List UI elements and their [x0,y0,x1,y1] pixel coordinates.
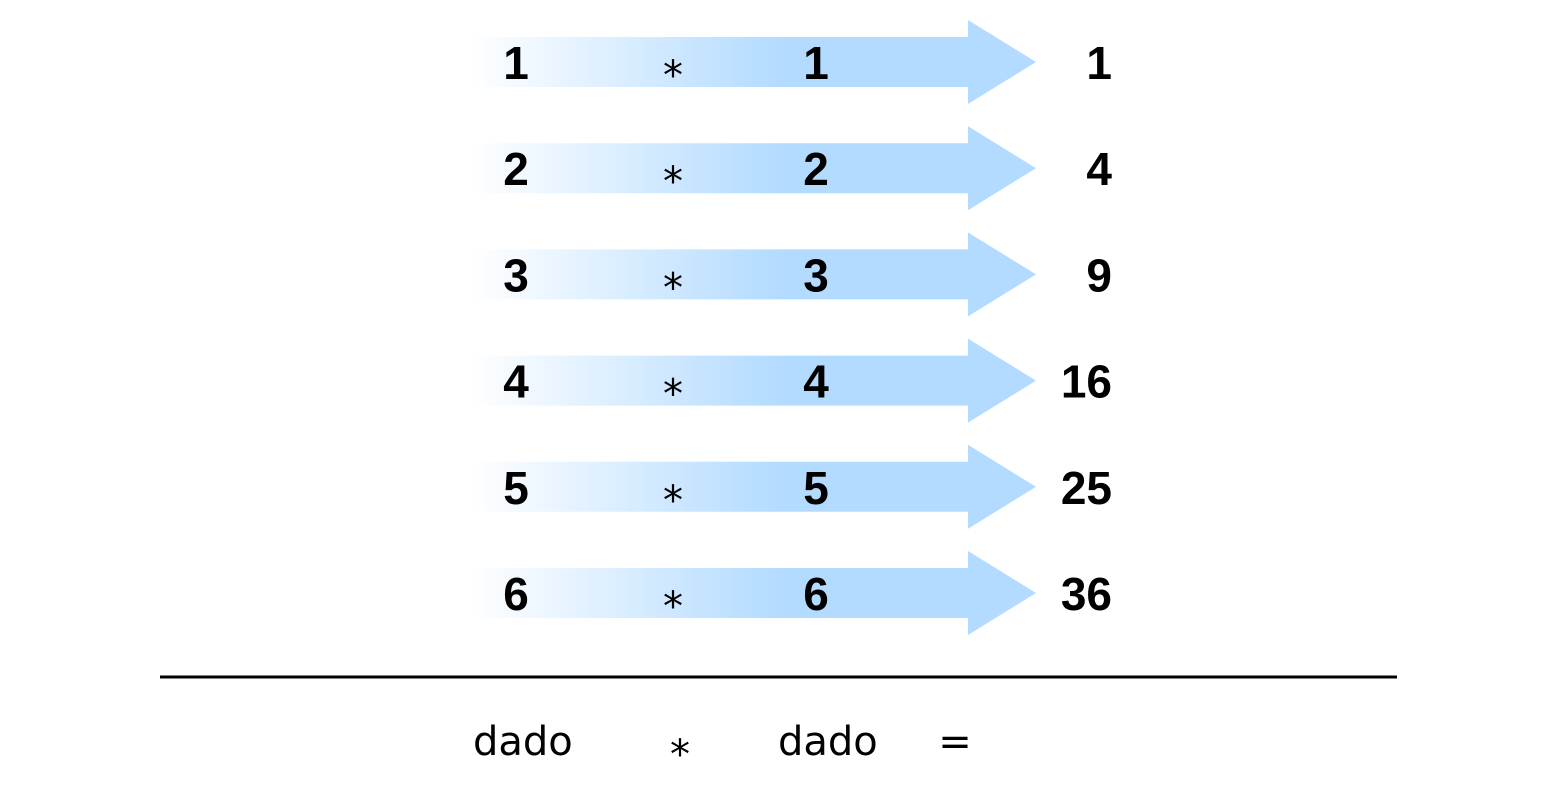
result-value: 9 [1086,249,1112,301]
arrow-shape [470,338,1036,423]
result-value: 1 [1086,37,1112,89]
equation-row: 1 * 1 1 [470,20,1112,104]
result-value: 36 [1061,568,1112,620]
footer-multiply-sign: * [670,732,690,778]
result-value: 25 [1061,462,1112,514]
multiply-sign: * [663,478,683,524]
multiply-sign: * [663,372,683,418]
left-operand: 3 [503,249,529,301]
right-operand: 1 [803,37,829,89]
arrow-shape [470,126,1036,211]
right-operand: 3 [803,249,829,301]
equation-row: 3 * 3 9 [470,232,1112,317]
right-operand: 6 [803,568,829,620]
right-operand: 5 [803,462,829,514]
equation-row: 6 * 6 36 [470,551,1112,635]
multiply-sign: * [663,159,683,205]
left-operand: 2 [503,143,529,195]
footer-left-label: dado [473,719,573,765]
left-operand: 4 [503,356,529,408]
result-value: 4 [1086,143,1112,195]
equation-row: 2 * 2 4 [470,126,1112,211]
footer-right-label: dado [778,719,878,765]
equation-row: 4 * 4 16 [470,338,1112,423]
left-operand: 1 [503,37,529,89]
right-operand: 4 [803,356,829,408]
multiply-sign: * [663,53,683,99]
arrow-shape [470,551,1036,635]
equation-row: 5 * 5 25 [470,444,1112,529]
right-operand: 2 [803,143,829,195]
multiply-sign: * [663,265,683,311]
multiply-sign: * [663,584,683,630]
footer-equals-sign: = [938,719,972,765]
arrow-shape [470,444,1036,529]
left-operand: 6 [503,568,529,620]
left-operand: 5 [503,462,529,514]
arrow-shape [470,232,1036,317]
result-value: 16 [1061,356,1112,408]
arrow-shape [470,20,1036,104]
